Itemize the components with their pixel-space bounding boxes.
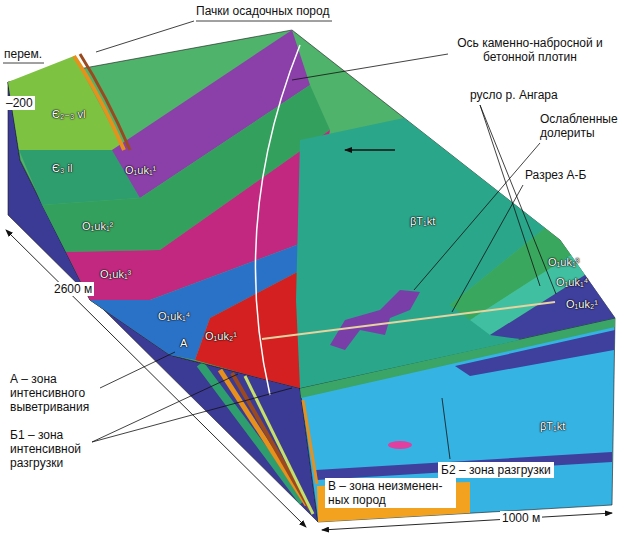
section-line — [262, 302, 555, 339]
unit-index: O₁uk₁⁴ — [158, 310, 190, 323]
dimension-label: –200 — [4, 96, 35, 110]
unit-index: Є₂₋₃ vl — [52, 108, 85, 121]
leader-line — [92, 388, 292, 442]
top-face — [8, 30, 615, 388]
leader-line — [96, 21, 194, 52]
leader-line — [292, 54, 448, 80]
leader-line — [480, 105, 540, 286]
leader-line — [196, 21, 332, 22]
zone-letter: А — [180, 337, 187, 350]
section-layer — [316, 452, 612, 480]
sediment-pack — [74, 56, 124, 150]
unit-index: Є₃ il — [52, 162, 72, 175]
unit-index: βT₁kt — [540, 420, 565, 433]
unit-index: O₁uk₁³ — [100, 268, 131, 281]
callout-label: русло р. Ангара — [470, 88, 558, 102]
callout-label: перем. — [4, 47, 42, 61]
unit-index: O₁uk₁³ — [548, 256, 579, 269]
leader-line — [442, 398, 450, 459]
unit-index: O₁uk₁² — [82, 220, 113, 233]
dimension-label: 2600 м — [52, 282, 94, 296]
unit-index: O₁uk₁⁴ — [556, 276, 588, 289]
unit-index: βT₁kt — [410, 215, 435, 228]
leader-line — [100, 352, 175, 388]
zone-label: Б2 – зона разгрузки — [438, 462, 554, 478]
unit-index: O₁uk₂¹ — [566, 298, 598, 311]
dimension-line — [322, 513, 612, 530]
dam-axis — [255, 45, 300, 395]
zone-label: Б1 – зона интенсивной разгрузки — [10, 428, 120, 470]
callout-label: Разрез А-Б — [525, 168, 586, 182]
rock-stripe — [303, 400, 317, 484]
unit-index: O₁uk₁¹ — [125, 164, 156, 177]
section-lens — [388, 441, 412, 449]
unit-index: O₁uk₂¹ — [205, 330, 237, 343]
dimension-label: 1000 м — [500, 511, 542, 525]
dimension-line — [6, 230, 306, 527]
leader-line — [92, 374, 238, 442]
sediment-pack — [80, 54, 130, 150]
leader-line — [452, 185, 523, 312]
leader-line — [3, 63, 44, 64]
rock-unit — [195, 268, 305, 388]
callout-label: Ось каменно-набросной и бетонной плотин — [450, 36, 610, 64]
flow-arrow — [345, 149, 395, 151]
zone-label: А – зона интенсивного выветривания — [10, 372, 120, 414]
callout-label: Ослабленные долериты — [540, 112, 625, 140]
zone-label: В – зона неизменен- ных пород — [325, 478, 456, 508]
callout-label: Пачки осадочных пород — [196, 4, 329, 18]
intrusion — [296, 118, 545, 388]
